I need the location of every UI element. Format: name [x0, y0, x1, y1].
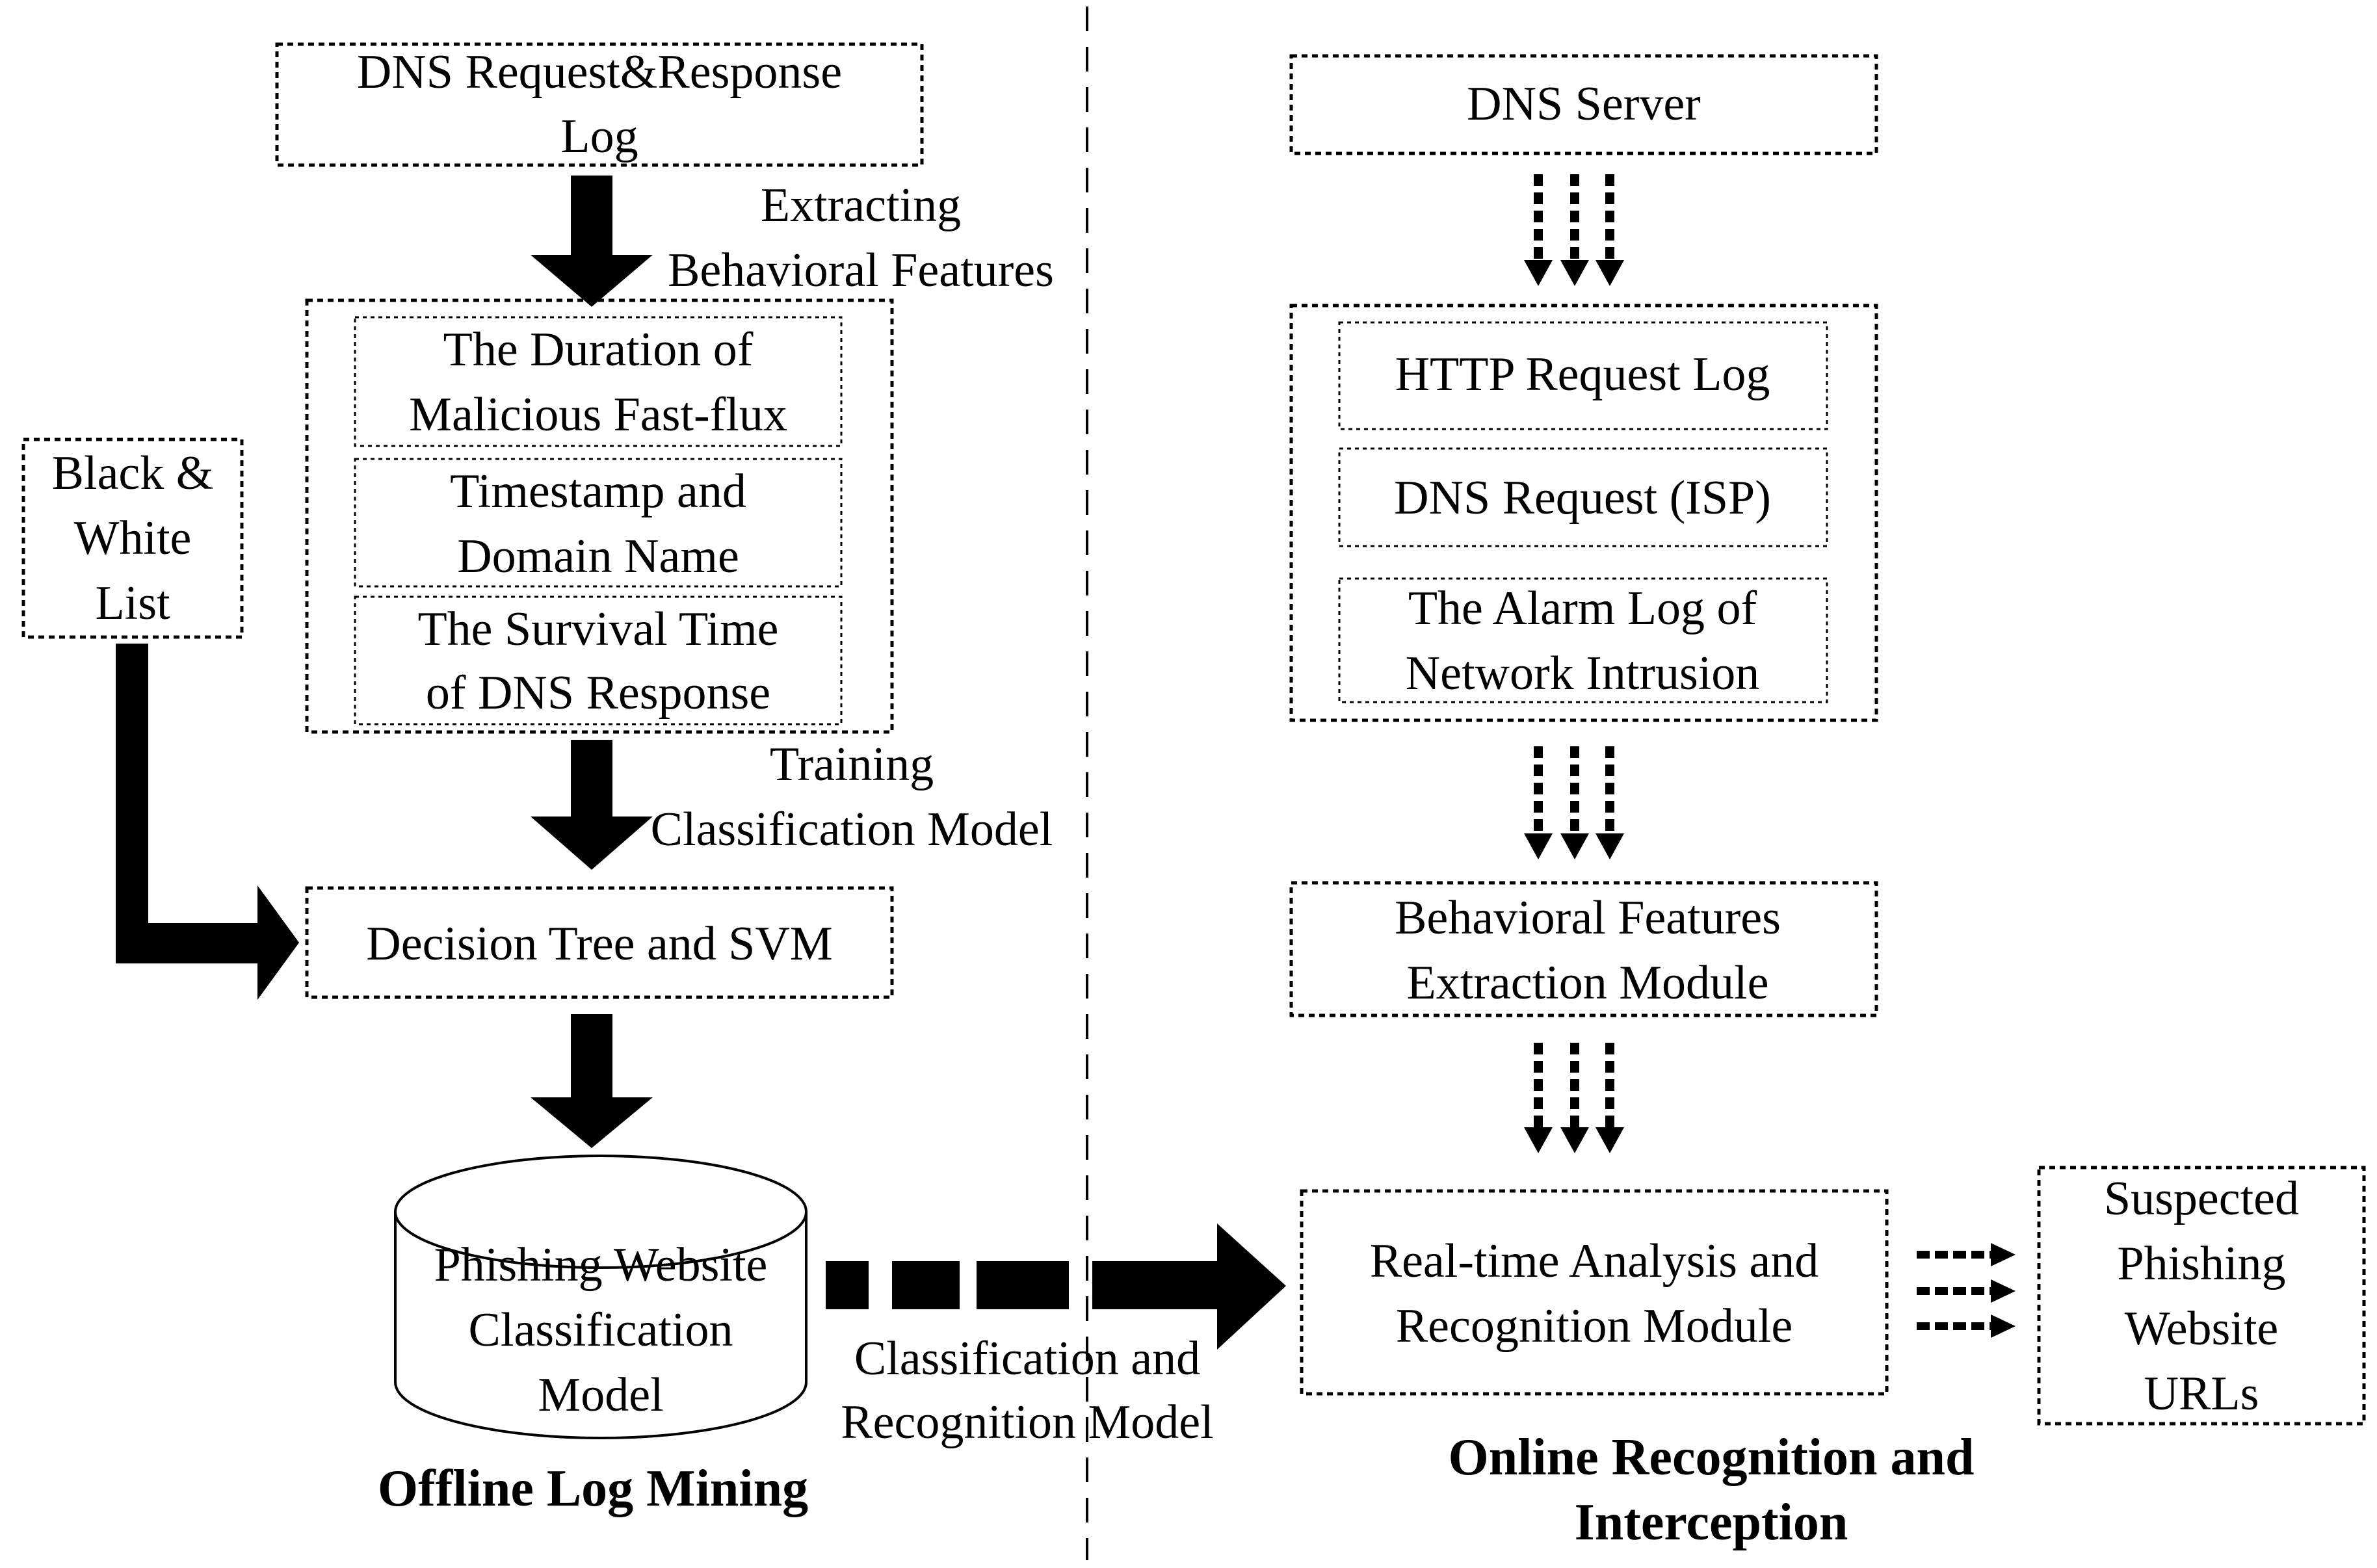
arrow-blackwhite-to-decision [116, 644, 299, 1000]
blackwhite-list-box [21, 438, 244, 639]
feature-timestamp-domain: Timestamp and Domain Name [354, 458, 843, 588]
transfer-dash-3 [977, 1261, 1069, 1309]
blackwhite-line1: Black & [52, 447, 214, 500]
online-section-title-line1: Online Recognition and [1448, 1429, 1974, 1486]
triple-arrow-1 [1524, 174, 1624, 286]
feature-group-box [305, 298, 894, 734]
feature-timestamp-line1: Timestamp and [450, 465, 746, 518]
feature-duration-line1: The Duration of [443, 323, 754, 376]
triple-arrow-1-a [1524, 174, 1553, 286]
offline-section-title: Offline Log Mining [378, 1460, 808, 1517]
arrow-down-to-model [531, 1014, 653, 1148]
dns-log-label-line1: DNS Request&Response [357, 46, 842, 99]
cylinder-top [394, 1155, 808, 1269]
http-request-log-node: HTTP Request Log [1338, 321, 1828, 430]
bfe-module-line1: Behavioral Features [1395, 891, 1781, 945]
dns-log-box [275, 42, 924, 167]
realtime-module-box [1300, 1189, 1889, 1396]
http-request-log-label: HTTP Request Log [1395, 348, 1770, 401]
bfe-module-box [1289, 881, 1878, 1017]
feature-timestamp-box [354, 458, 843, 588]
triple-arrow-3-c [1596, 1043, 1624, 1153]
triple-arrow-output-a [1917, 1243, 2016, 1266]
bfe-module-line2: Extraction Module [1407, 956, 1769, 1010]
dns-server-label: DNS Server [1467, 77, 1701, 131]
suspected-urls-line4: URLs [2144, 1367, 2259, 1420]
extract-label: Extracting Behavioral Features [668, 179, 1054, 297]
suspected-urls-line2: Phishing [2117, 1237, 2285, 1290]
realtime-module-line1: Real-time Analysis and [1370, 1235, 1819, 1288]
triple-arrow-2-b [1560, 746, 1589, 859]
cylinder-label-line3: Model [538, 1368, 663, 1422]
triple-arrow-2-a [1524, 746, 1553, 859]
arrow-down-training [531, 740, 653, 870]
dns-log-node: DNS Request&Response Log [275, 42, 924, 167]
realtime-module-line2: Recognition Module [1396, 1300, 1793, 1353]
suspected-urls-node: Suspected Phishing Website URLs [2037, 1166, 2366, 1426]
dns-request-isp-node: DNS Request (ISP) [1338, 447, 1828, 547]
cylinder-label-line1: Phishing Website [434, 1238, 768, 1292]
transfer-label: Classification and Recognition Model [841, 1332, 1213, 1449]
feature-duration-line2: Malicious Fast-flux [409, 388, 787, 441]
transfer-dash-2 [892, 1261, 960, 1309]
training-label: Training Classification Model [651, 738, 1053, 856]
triple-arrow-2 [1524, 746, 1624, 859]
triple-arrow-3-a [1524, 1043, 1553, 1153]
suspected-urls-line3: Website [2125, 1302, 2279, 1355]
alarm-log-node: The Alarm Log of Network Intrusion [1338, 577, 1828, 703]
transfer-label-line2: Recognition Model [841, 1396, 1213, 1449]
classification-model-cylinder: Phishing Website Classification Model [394, 1155, 808, 1439]
triple-arrow-3-b [1560, 1043, 1589, 1153]
training-label-line2: Classification Model [651, 803, 1053, 856]
dns-request-isp-label: DNS Request (ISP) [1394, 471, 1771, 525]
triple-arrow-1-c [1596, 174, 1624, 286]
alarm-log-line2: Network Intrusion [1406, 647, 1760, 700]
blackwhite-line2: White [74, 512, 192, 565]
blackwhite-list-node: Black & White List [21, 438, 244, 639]
transfer-arrow-head [1092, 1223, 1286, 1350]
triple-arrow-output-b [1917, 1279, 2016, 1303]
decision-tree-svm-label: Decision Tree and SVM [366, 917, 832, 971]
dns-request-isp-box [1338, 447, 1828, 547]
dns-log-label-line2: Log [560, 110, 638, 163]
online-section-title-line2: Interception [1575, 1494, 1848, 1551]
triple-arrow-output-c [1917, 1314, 2016, 1338]
feature-duration-box [354, 316, 843, 447]
extract-label-line2: Behavioral Features [668, 244, 1054, 297]
dns-server-box [1289, 54, 1878, 155]
http-request-log-box [1338, 321, 1828, 430]
log-sources-group-box [1289, 304, 1878, 722]
feature-duration-fastflux: The Duration of Malicious Fast-flux [354, 316, 843, 447]
alarm-log-box [1338, 577, 1828, 703]
arrow-down-extract [531, 176, 653, 307]
dns-server-node: DNS Server [1289, 54, 1878, 155]
feature-survival-line1: The Survival Time [417, 603, 778, 656]
decision-tree-svm-box [305, 886, 894, 999]
triple-arrow-1-b [1560, 174, 1589, 286]
feature-timestamp-line2: Domain Name [457, 530, 739, 583]
suspected-urls-line1: Suspected [2104, 1172, 2299, 1225]
suspected-urls-box [2037, 1166, 2366, 1426]
online-section-title: Online Recognition and Interception [1448, 1429, 1974, 1551]
bfe-module-node: Behavioral Features Extraction Module [1289, 881, 1878, 1017]
transfer-label-line1: Classification and [854, 1332, 1200, 1385]
cylinder-body [394, 1212, 808, 1439]
triple-arrow-2-c [1596, 746, 1624, 859]
feature-survival-box [354, 595, 843, 725]
feature-survival-time: The Survival Time of DNS Response [354, 595, 843, 725]
feature-survival-line2: of DNS Response [426, 666, 770, 720]
training-label-line1: Training [770, 738, 934, 791]
alarm-log-line1: The Alarm Log of [1408, 582, 1757, 635]
blackwhite-line3: List [95, 577, 170, 630]
realtime-module-node: Real-time Analysis and Recognition Modul… [1300, 1189, 1889, 1396]
decision-tree-svm-node: Decision Tree and SVM [305, 886, 894, 999]
arrow-model-to-realtime [826, 1223, 1286, 1350]
extract-label-line1: Extracting [761, 179, 961, 232]
transfer-dash-1 [826, 1261, 869, 1309]
cylinder-label-line2: Classification [469, 1303, 733, 1357]
triple-arrow-3 [1524, 1043, 1624, 1153]
triple-arrow-output [1917, 1243, 2016, 1338]
